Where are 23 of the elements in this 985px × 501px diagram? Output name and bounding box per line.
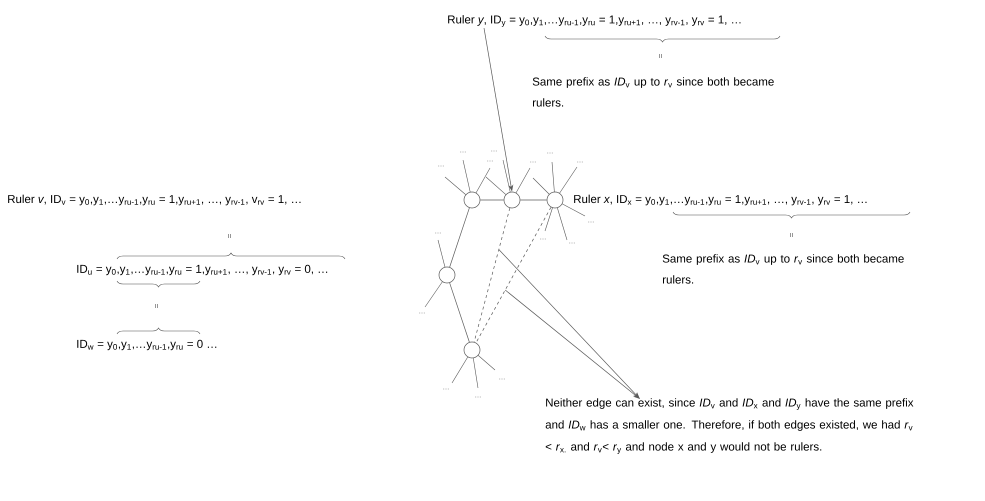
graph-node bbox=[504, 192, 520, 208]
graph-edge bbox=[449, 282, 470, 342]
note-text: Neither edge can exist, since ID$_{v}$ and ID$_{x}$ and ID$_{y}$ have the same prefix and ID$_{w}$ has a smaller one. Therefore, if both edges existed, we had r$_{v}$ < r$_{x.}$ and r$_{v}$< r$_{y}$ and node x and y would not be rulers. bbox=[546, 398, 914, 454]
graph-node bbox=[546, 192, 564, 208]
note-text: Same prefix as ID$_{v}$ up to r$_{v}$ since both became rulers. bbox=[662, 254, 904, 284]
id-text: Ruler y, ID$_{y}$ = y$_{0}$,y$_{1}$,…y$_{ru-1}$,y$_{ru}$ = 1,y$_{ru+1}$, …, y$_{rv-1}$, y$_{rv}$ = 1, … bbox=[448, 15, 741, 27]
equals-sign: = bbox=[155, 304, 158, 308]
note-text: Same prefix as ID$_{v}$ up to r$_{v}$ since both became rulers. bbox=[532, 77, 774, 107]
graph-edge bbox=[476, 206, 552, 344]
equals-sign: = bbox=[659, 54, 662, 58]
graph-node bbox=[438, 266, 456, 284]
graph-edge bbox=[449, 208, 470, 268]
leader-arrow bbox=[498, 249, 640, 399]
id-text: ID$_{w}$ = y$_{0}$,y$_{1}$,…y$_{ru-1}$,y$_{ru}$ = 0 … bbox=[77, 340, 216, 350]
leader-arrow bbox=[504, 290, 640, 399]
graph-edge bbox=[474, 208, 510, 342]
graph-node bbox=[464, 192, 480, 208]
id-text: ID$_{u}$ = y$_{0}$,y$_{1}$,…y$_{ru-1}$,y$_{ru}$ = 1,y$_{ru+1}$, …, y$_{rv-1}$, y$_{rv}$ = 0, … bbox=[77, 264, 328, 276]
id-text: Ruler x, ID$_{x}$ = y$_{0}$,y$_{1}$,…y$_{ru-1}$,y$_{ru}$ = 1,y$_{ru+1}$, …, y$_{rv-1}$, y$_{rv}$ = 1, … bbox=[574, 194, 867, 206]
equals-sign: = bbox=[790, 233, 793, 237]
graph-node bbox=[464, 342, 480, 358]
equals-sign: = bbox=[228, 234, 231, 238]
id-text: Ruler v, ID$_{v}$ = y$_{0}$,y$_{1}$,…y$_{ru-1}$,y$_{ru}$ = 1,y$_{ru+1}$, …, y$_{rv-1}$, v$_{rv}$ = 1, … bbox=[8, 194, 300, 206]
